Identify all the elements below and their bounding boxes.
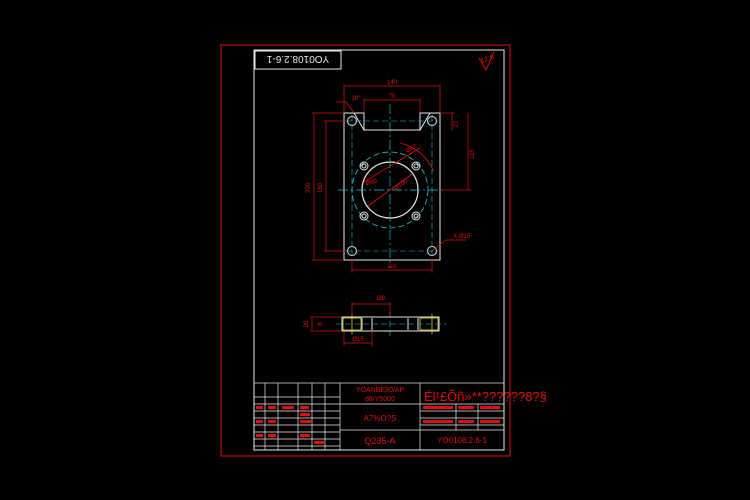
title-texts: YOANBE80/AP d8/Y5000 A7%O?S Q235-A Él¹£Õ…: [356, 387, 547, 446]
code-box: [254, 50, 342, 70]
dim-hole-note: 4-Ø15: [454, 234, 471, 240]
dim-right-small: 27: [454, 120, 460, 127]
front-dimensions: [312, 84, 471, 273]
dim-side-left: 8: [318, 322, 324, 326]
dim-bottom-width: 118: [387, 264, 397, 270]
dim-left-chamfer: 30°: [351, 96, 361, 102]
plate-outline: [343, 112, 441, 261]
section-view: [336, 312, 446, 336]
dim-side-thickness: 20: [304, 320, 310, 327]
front-view: [338, 104, 446, 268]
title-part-name: YO0108.2.6-1: [437, 436, 487, 445]
dim-pcd: Ø80: [365, 178, 378, 188]
roughness-symbol: 12.5: [478, 51, 495, 72]
dim-top-width: 140: [387, 80, 398, 86]
dim-side-top: Ø8: [377, 296, 386, 302]
dim-side-bottom: Ø15: [352, 337, 364, 343]
title-material: Q235-A: [364, 436, 395, 446]
title-spec-line3: A7%O?S: [364, 414, 397, 423]
dim-inner-top: 70: [389, 94, 396, 100]
section-texts: 20 Ø8 8 Ø15: [304, 296, 386, 343]
dim-outer-height: 200: [306, 182, 312, 193]
dim-right-height: 115: [470, 149, 476, 159]
title-block: [253, 382, 505, 451]
code-top-text: YO0108.2.6-1: [266, 53, 329, 64]
section-dimensions: [310, 302, 391, 346]
title-spec-line2: d8/Y5000: [365, 396, 395, 403]
outer-border: [220, 44, 511, 457]
dimension-texts: 140 70 30° 27 115 200 180 118 Ø67 Ø100 Ø…: [306, 80, 476, 270]
dim-inner-height: 180: [318, 182, 324, 193]
dim-bolt-circle: Ø67: [405, 143, 418, 154]
title-company: Él¹£Õñ»**??????8?§: [424, 389, 547, 404]
title-spec-line1: YOANBE80/AP: [356, 387, 405, 394]
roughness-text: 12.5: [480, 54, 495, 65]
title-grid-marks: [256, 406, 500, 444]
